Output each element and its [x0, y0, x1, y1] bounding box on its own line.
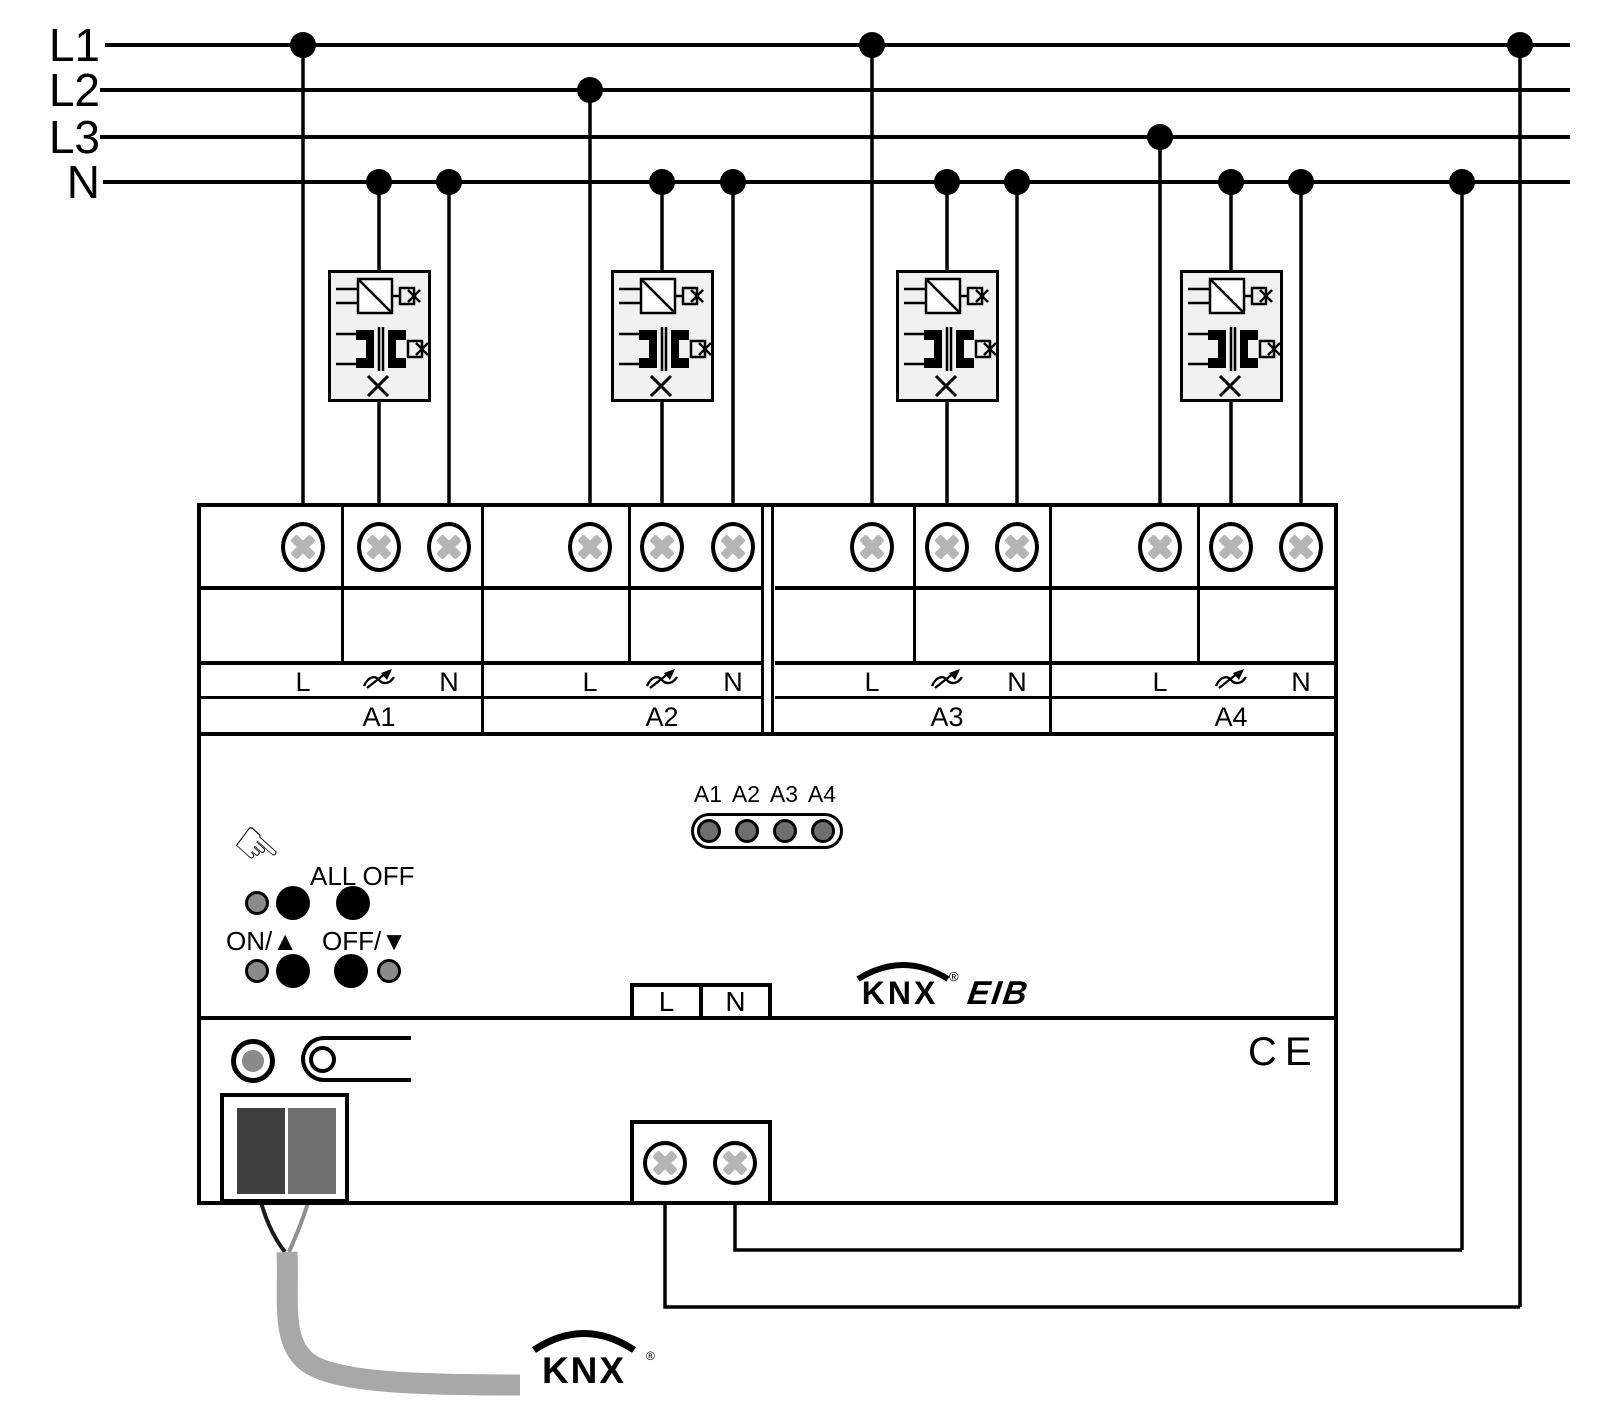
off-down-label: OFF/▼ [322, 926, 407, 956]
bus-label-n: N [66, 156, 100, 208]
on-led [245, 959, 269, 983]
bus-clamp-gray-half [288, 1108, 336, 1194]
channel-divider [1049, 503, 1052, 735]
screw-terminal-icon[interactable] [568, 522, 612, 572]
channel-led-a1 [697, 819, 721, 843]
terminal-label-n: N [1291, 667, 1311, 697]
on-up-label: ON/▲ [226, 926, 298, 956]
screw-terminal-icon[interactable] [925, 522, 969, 572]
cell-divider [1197, 503, 1200, 665]
manual-mode-led [245, 891, 269, 915]
programming-led-dot [242, 1050, 264, 1072]
screw-terminal-icon[interactable] [850, 522, 894, 572]
registered-mark: ® [949, 969, 959, 984]
knx-logo-text: KNX [861, 975, 939, 1011]
programming-led [231, 1039, 275, 1083]
knx-logo-arc [856, 962, 950, 982]
screw-terminal-icon[interactable] [1138, 522, 1182, 572]
terminal-label-n: N [1007, 667, 1027, 697]
block-edge [761, 503, 764, 735]
channel-led-group [691, 813, 843, 849]
junction-dots [290, 32, 1533, 195]
screw-terminal-icon[interactable] [281, 522, 325, 572]
screw-terminal-icon[interactable] [357, 522, 401, 572]
bus-lines [100, 43, 1570, 184]
channel-label-a3: A3 [930, 702, 964, 732]
cell-divider [913, 503, 916, 665]
terminal-label-l: L [864, 667, 880, 697]
bus-clamp-dark-half [237, 1108, 285, 1194]
channel-label-a2: A2 [645, 702, 679, 732]
block-edge [771, 503, 774, 735]
registered-mark: ® [646, 1349, 655, 1363]
load-a4 [1180, 270, 1283, 402]
cell-divider [341, 503, 344, 665]
channel-led-a3 [773, 819, 797, 843]
on-up-button[interactable] [276, 954, 310, 988]
knx-bus-logo-text: KNX [541, 1350, 627, 1391]
screw-terminal-icon[interactable] [1209, 522, 1253, 572]
screw-terminal-icon[interactable] [640, 522, 684, 572]
screw-terminal-icon[interactable] [711, 522, 755, 572]
screw-terminal-icon[interactable] [1279, 522, 1323, 572]
terminal-label-l: L [1152, 667, 1168, 697]
cell-divider [628, 503, 631, 665]
all-off-label: ALL OFF [310, 861, 415, 891]
channel-led-a4 [811, 819, 835, 843]
bus-label-l2: L2 [48, 64, 100, 116]
terminal-label-l: L [582, 667, 598, 697]
channel-label-a4: A4 [1214, 702, 1248, 732]
off-down-button[interactable] [334, 954, 368, 988]
bus-label-l1: L1 [48, 19, 100, 71]
programming-button-slot [301, 1036, 411, 1082]
knx-bus-logo-arc [532, 1330, 636, 1353]
eib-logo-text: EIB [965, 974, 1032, 1011]
channel-led-a2 [735, 819, 759, 843]
bus-label-l3: L3 [48, 111, 100, 163]
bus-power-label-l: L [658, 985, 675, 1017]
programming-button[interactable] [309, 1046, 336, 1073]
led-label-a3: A3 [769, 781, 799, 807]
screw-terminal-icon[interactable] [427, 522, 471, 572]
bus-power-label-n: N [725, 985, 746, 1017]
manual-mode-button[interactable] [276, 886, 310, 920]
bus-power-label-box: L N [630, 983, 772, 1020]
led-label-a4: A4 [807, 781, 837, 807]
terminal-label-l: L [295, 667, 311, 697]
channel-label-a1: A1 [362, 702, 396, 732]
row-separator [197, 732, 1338, 736]
knx-cable [276, 1251, 521, 1396]
screw-terminal-icon[interactable] [643, 1141, 687, 1185]
knx-bus-clamp[interactable] [220, 1093, 349, 1203]
ce-mark: CE [1248, 1030, 1320, 1074]
load-a3 [896, 270, 999, 402]
channel-divider [481, 503, 484, 735]
led-label-a1: A1 [693, 781, 723, 807]
divider [699, 987, 703, 1016]
screw-terminal-icon[interactable] [995, 522, 1039, 572]
load-a2 [611, 270, 714, 402]
screw-terminal-icon[interactable] [713, 1141, 757, 1185]
terminal-label-n: N [723, 667, 743, 697]
load-a1 [328, 270, 431, 402]
terminal-label-n: N [439, 667, 459, 697]
off-led [377, 959, 401, 983]
led-label-a2: A2 [731, 781, 761, 807]
all-off-button[interactable] [336, 886, 370, 920]
feed-wires [301, 45, 1522, 1309]
